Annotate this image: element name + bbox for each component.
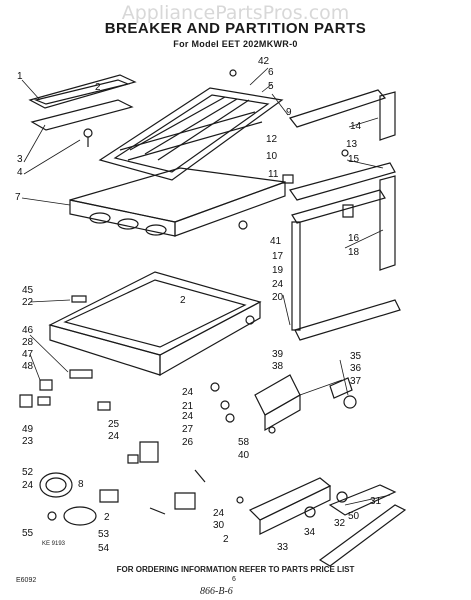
key-reference: KE 9193	[42, 541, 66, 547]
diagram-title: BREAKER AND PARTITION PARTS	[104, 20, 367, 37]
trim-part-1	[30, 75, 135, 108]
callout-54: 54	[98, 543, 110, 554]
callout-7: 7	[15, 192, 21, 203]
handwritten-code: 866-B-6	[200, 586, 233, 597]
callout-49: 49	[22, 424, 34, 435]
callout-36: 36	[350, 363, 362, 374]
callout-38: 38	[272, 361, 284, 372]
callout-33: 33	[277, 542, 289, 553]
leader-lines	[22, 68, 390, 505]
callout-13: 13	[346, 139, 358, 150]
callout-9: 9	[286, 107, 292, 118]
callout-41: 41	[270, 236, 282, 247]
callout-2-low: 2	[104, 512, 110, 523]
callout-46: 46	[22, 325, 34, 336]
callout-42: 42	[258, 56, 270, 67]
lamp-bracket	[237, 478, 405, 566]
callout-20: 20	[272, 292, 284, 303]
page-number: 6	[232, 576, 236, 583]
clip-parts-46-48	[20, 370, 110, 410]
callout-2-bottom: 2	[223, 534, 229, 545]
catalog-code: E6092	[16, 577, 37, 584]
callout-31: 31	[370, 496, 382, 507]
callout-58: 58	[238, 437, 250, 448]
callout-4: 4	[17, 167, 23, 178]
callout-12: 12	[266, 134, 278, 145]
callout-34: 34	[304, 527, 316, 538]
grille-shelf	[100, 88, 282, 180]
callout-5: 5	[268, 81, 274, 92]
callout-47: 47	[22, 349, 34, 360]
callout-22: 22	[22, 297, 34, 308]
callout-24-e: 24	[22, 480, 34, 491]
callout-1: 1	[17, 71, 23, 82]
callout-17: 17	[272, 251, 284, 262]
callout-19: 19	[272, 265, 284, 276]
callout-8: 8	[78, 479, 84, 490]
callout-24-f: 24	[213, 508, 225, 519]
callout-39: 39	[272, 349, 284, 360]
callout-21: 21	[182, 401, 194, 412]
tray-part-22	[50, 272, 260, 375]
callout-53: 53	[98, 529, 110, 540]
callout-2-mid: 2	[180, 295, 186, 306]
callout-50: 50	[348, 511, 360, 522]
callout-24-b: 24	[182, 387, 194, 398]
callout-2: 2	[95, 82, 101, 93]
partition-frame	[290, 90, 400, 340]
callout-11: 11	[268, 169, 279, 180]
callout-26: 26	[182, 437, 194, 448]
callout-35: 35	[350, 351, 362, 362]
callout-3: 3	[17, 154, 23, 165]
callout-15: 15	[348, 154, 360, 165]
callout-27: 27	[182, 424, 194, 435]
lamp-socket-bottom	[40, 473, 165, 525]
callout-14: 14	[350, 121, 362, 132]
small-parts-mid	[230, 70, 353, 229]
callout-40: 40	[238, 450, 250, 461]
screw-part-4	[84, 129, 92, 147]
callout-48: 48	[22, 361, 34, 372]
trim-part-3	[32, 100, 132, 130]
callout-32: 32	[334, 518, 346, 529]
callout-16: 16	[348, 233, 360, 244]
callout-6: 6	[268, 67, 274, 78]
model-subtitle: For Model EET 202MKWR-0	[173, 39, 298, 49]
callout-24: 24	[272, 279, 284, 290]
callout-45: 45	[22, 285, 34, 296]
tray-part-7	[70, 168, 285, 236]
callout-30: 30	[213, 520, 225, 531]
callout-24-d: 24	[108, 431, 120, 442]
callout-28: 28	[22, 337, 34, 348]
callout-23: 23	[22, 436, 34, 447]
callout-10: 10	[266, 151, 278, 162]
ordering-note: FOR ORDERING INFORMATION REFER TO PARTS …	[116, 565, 355, 574]
callout-24-c: 24	[182, 411, 194, 422]
part-37-assembly	[211, 375, 356, 433]
callout-52: 52	[22, 467, 34, 478]
watermark: AppliancePartsPros.com	[121, 2, 350, 24]
callout-55: 55	[22, 528, 34, 539]
socket-parts	[128, 442, 205, 509]
callout-18: 18	[348, 247, 360, 258]
callout-37: 37	[350, 376, 362, 387]
callout-25: 25	[108, 419, 120, 430]
